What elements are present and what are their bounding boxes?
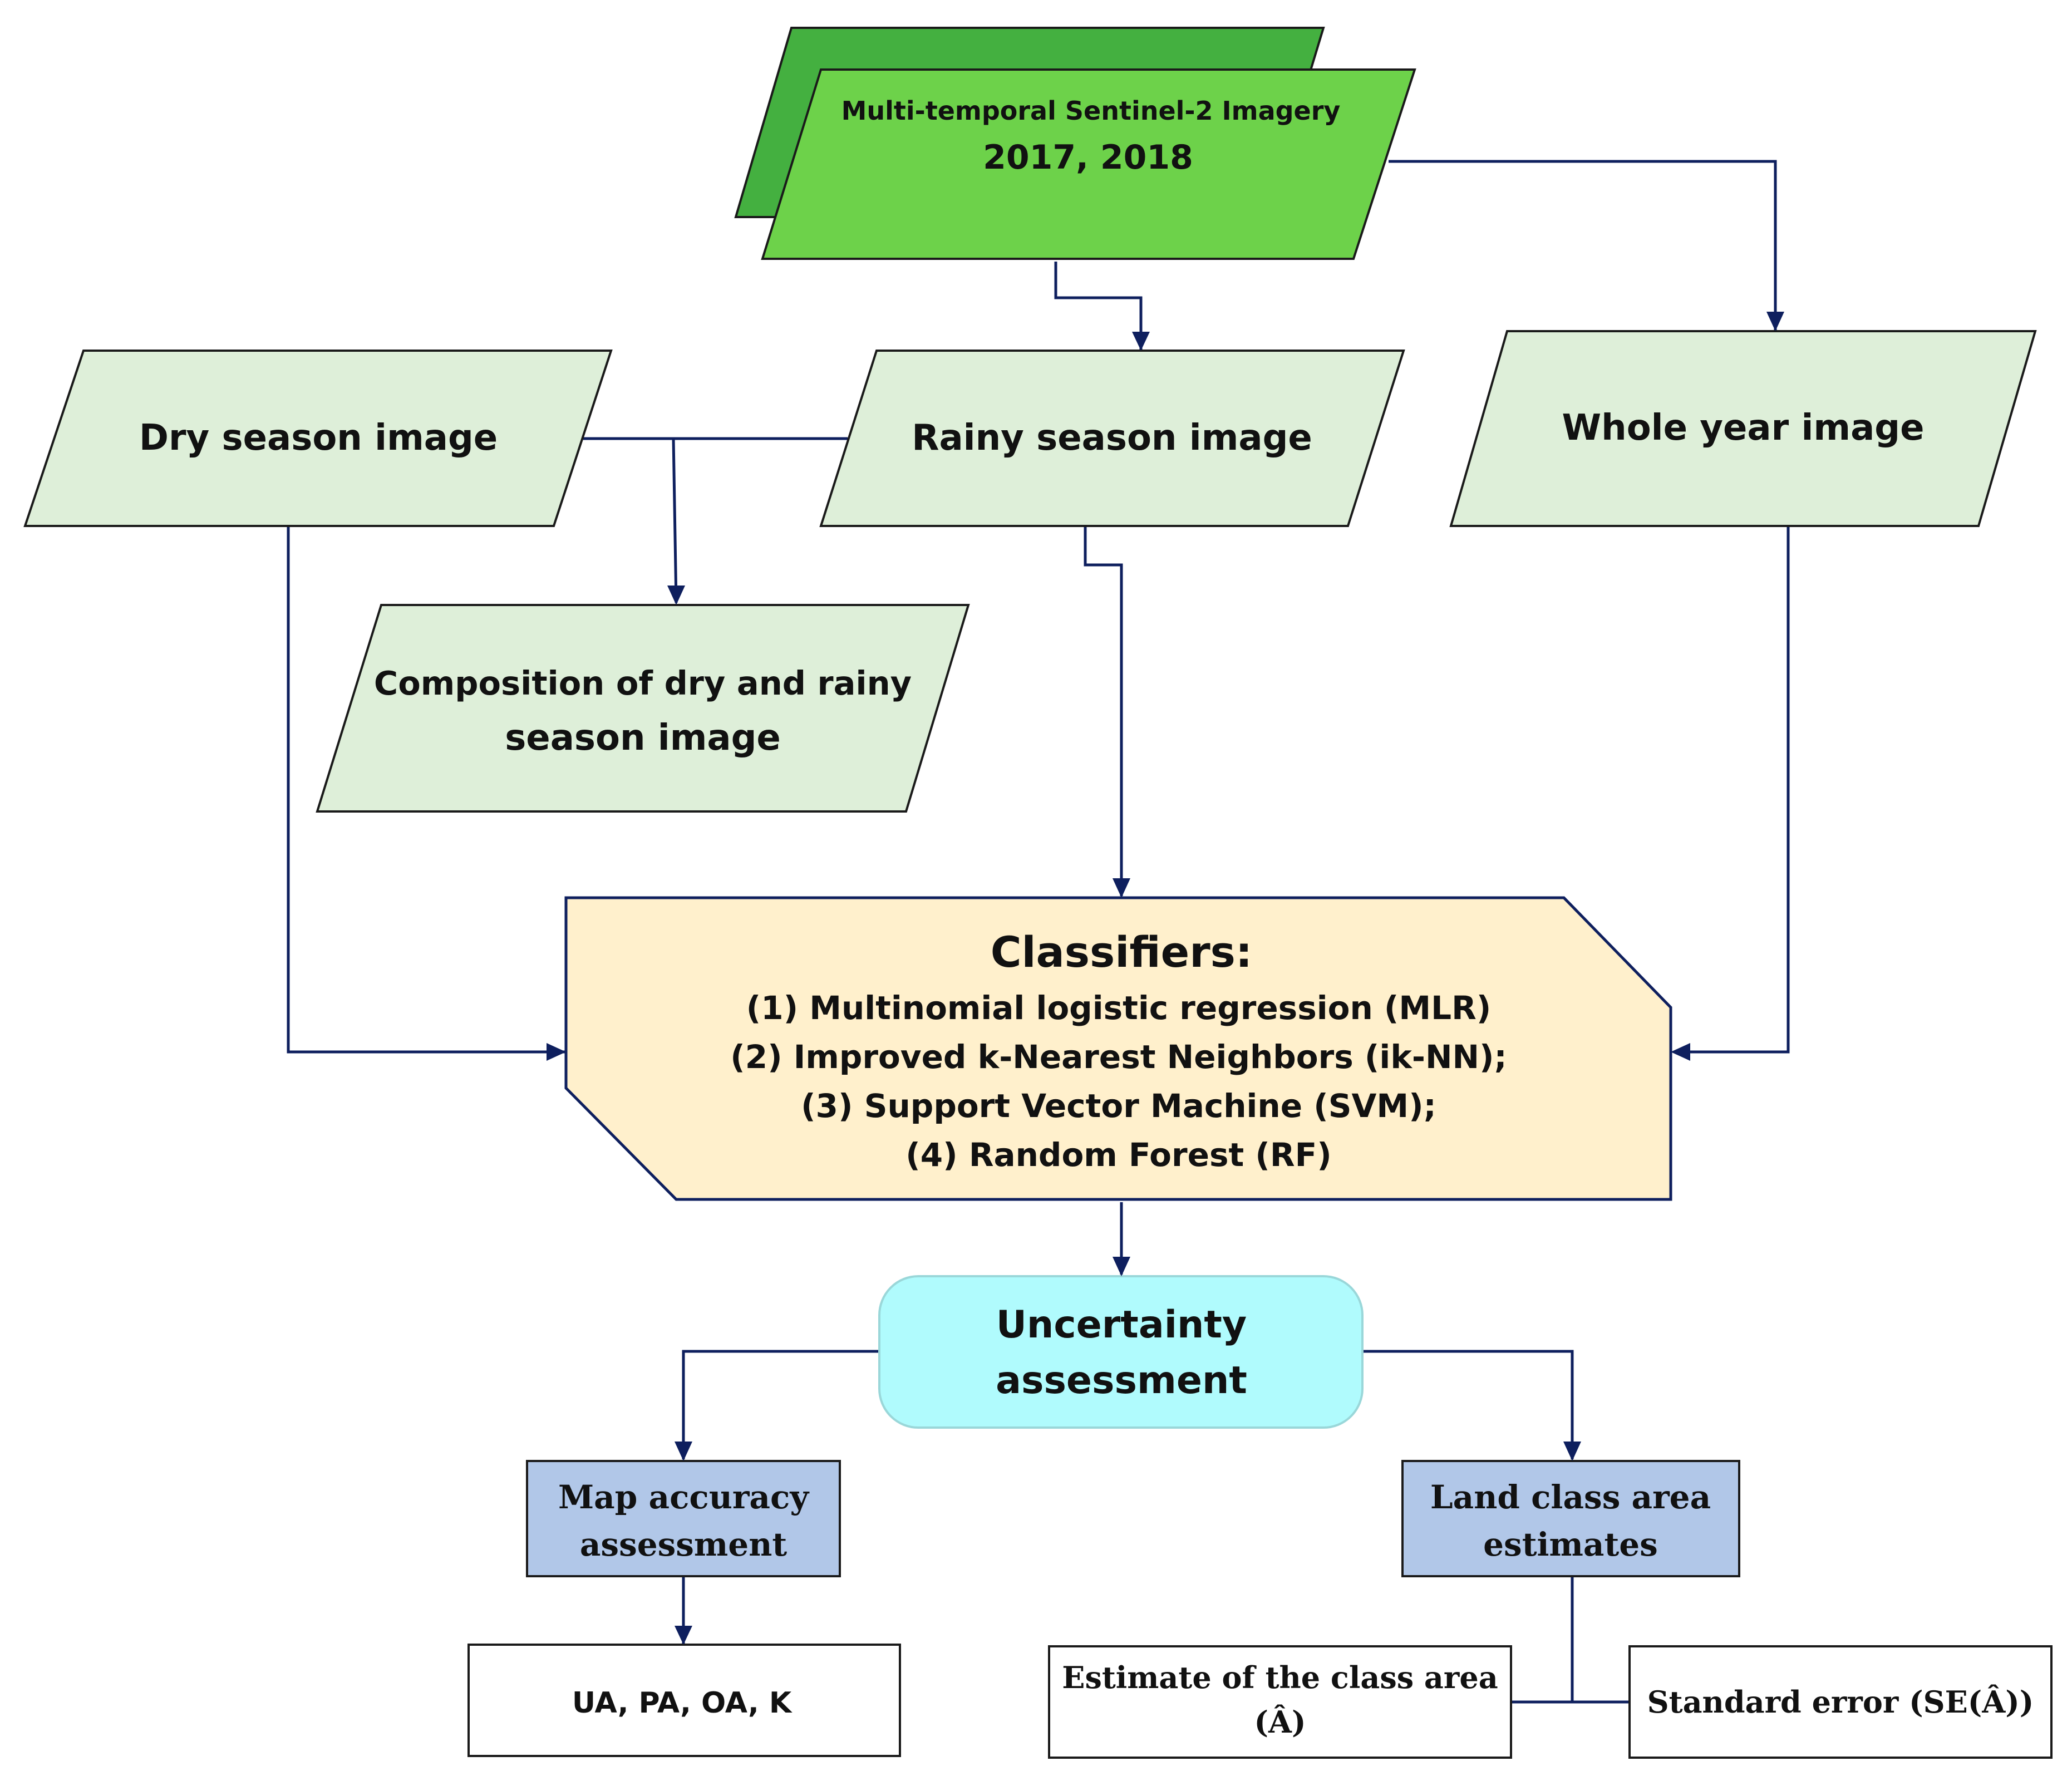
composition-node: Composition of dry and rainy season imag… xyxy=(316,604,970,813)
composition-label-line1: Composition of dry and rainy xyxy=(374,664,912,702)
map-accuracy-label-line2: assessment xyxy=(580,1526,788,1563)
land-class-label-line1: Land class area xyxy=(1430,1478,1711,1516)
classifiers-node: Classifiers: (1) Multinomial logistic re… xyxy=(564,896,1672,1201)
land-class-shape xyxy=(1401,1460,1740,1577)
arrowhead-whole-year xyxy=(1766,312,1784,331)
estimate-label-line2: (Â) xyxy=(1254,1704,1306,1740)
land-class-node: Land class area estimates xyxy=(1401,1460,1740,1577)
arrowheads xyxy=(547,312,1784,1645)
connectors xyxy=(287,160,1790,1704)
uncertainty-shape xyxy=(878,1275,1364,1429)
stderr-shape xyxy=(1628,1645,2053,1759)
arrowhead-classifiers-left xyxy=(547,1043,566,1061)
map-accuracy-node: Map accuracy assessment xyxy=(526,1460,841,1577)
rainy-season-node: Rainy season image xyxy=(819,350,1405,527)
whole-year-label: Whole year image xyxy=(1562,407,1925,449)
estimate-label-line1: Estimate of the class area xyxy=(1062,1660,1498,1695)
uncertainty-label-line1: Uncertainty xyxy=(996,1303,1247,1347)
connector-to-composition xyxy=(672,438,678,603)
map-accuracy-label-line1: Map accuracy xyxy=(558,1478,810,1516)
sentinel-imagery-node: Multi-temporal Sentinel-2 Imagery 2017, … xyxy=(734,27,1416,260)
uncertainty-node: Uncertainty assessment xyxy=(878,1275,1364,1429)
arrowhead-uncertainty xyxy=(1113,1257,1130,1276)
stderr-label: Standard error (SE(Â)) xyxy=(1647,1684,2034,1720)
classifiers-title: Classifiers: xyxy=(991,927,1253,977)
composition-label-line2: season image xyxy=(505,717,781,759)
imagery-title-line1: Multi-temporal Sentinel-2 Imagery xyxy=(841,96,1341,126)
arrowhead-rainy xyxy=(1132,332,1150,351)
stderr-node: Standard error (SE(Â)) xyxy=(1628,1645,2053,1759)
estimate-node: Estimate of the class area (Â) xyxy=(1048,1645,1512,1759)
rainy-season-shape xyxy=(819,350,1405,527)
arrowhead-classifiers-top xyxy=(1113,878,1130,898)
composition-shape xyxy=(316,604,970,813)
arrowhead-composition xyxy=(667,586,685,605)
whole-year-shape xyxy=(1449,330,2037,527)
arrowhead-metrics xyxy=(675,1626,692,1645)
connector-rainy-to-classifiers xyxy=(1084,527,1123,896)
connector-dry-to-classifiers xyxy=(287,527,565,1054)
rainy-season-label: Rainy season image xyxy=(912,417,1312,459)
arrowhead-classifiers-right xyxy=(1671,1043,1690,1061)
estimate-shape xyxy=(1048,1645,1512,1759)
uncertainty-label-line2: assessment xyxy=(996,1359,1247,1403)
classifier-item-rf: (4) Random Forest (RF) xyxy=(905,1136,1331,1174)
classifier-item-mlr: (1) Multinomial logistic regression (MLR… xyxy=(746,989,1492,1027)
arrowhead-map-accuracy xyxy=(675,1442,692,1461)
metrics-label: UA, PA, OA, K xyxy=(572,1686,793,1720)
land-class-label-line2: estimates xyxy=(1483,1526,1658,1563)
metrics-shape xyxy=(467,1644,901,1757)
imagery-title-line2: 2017, 2018 xyxy=(983,138,1193,177)
dry-season-node: Dry season image xyxy=(23,350,613,527)
connector-whole-year-to-classifiers xyxy=(1676,527,1790,1054)
classifier-item-svm: (3) Support Vector Machine (SVM); xyxy=(801,1087,1436,1125)
classifier-item-iknn: (2) Improved k-Nearest Neighbors (ik-NN)… xyxy=(730,1038,1507,1076)
metrics-node: UA, PA, OA, K xyxy=(467,1644,901,1757)
connector-imagery-to-whole-year xyxy=(1389,160,1777,330)
connector-uncertainty-to-map-accuracy xyxy=(682,1350,879,1459)
dry-season-label: Dry season image xyxy=(139,417,498,459)
imagery-front-layer xyxy=(761,68,1416,260)
dry-season-shape xyxy=(23,350,613,527)
map-accuracy-shape xyxy=(526,1460,841,1577)
connector-imagery-to-rainy xyxy=(1054,262,1143,350)
whole-year-node: Whole year image xyxy=(1449,330,2037,527)
classifiers-shape xyxy=(564,896,1672,1201)
arrowhead-land-class xyxy=(1563,1442,1581,1461)
connector-uncertainty-to-land-class xyxy=(1362,1350,1574,1459)
